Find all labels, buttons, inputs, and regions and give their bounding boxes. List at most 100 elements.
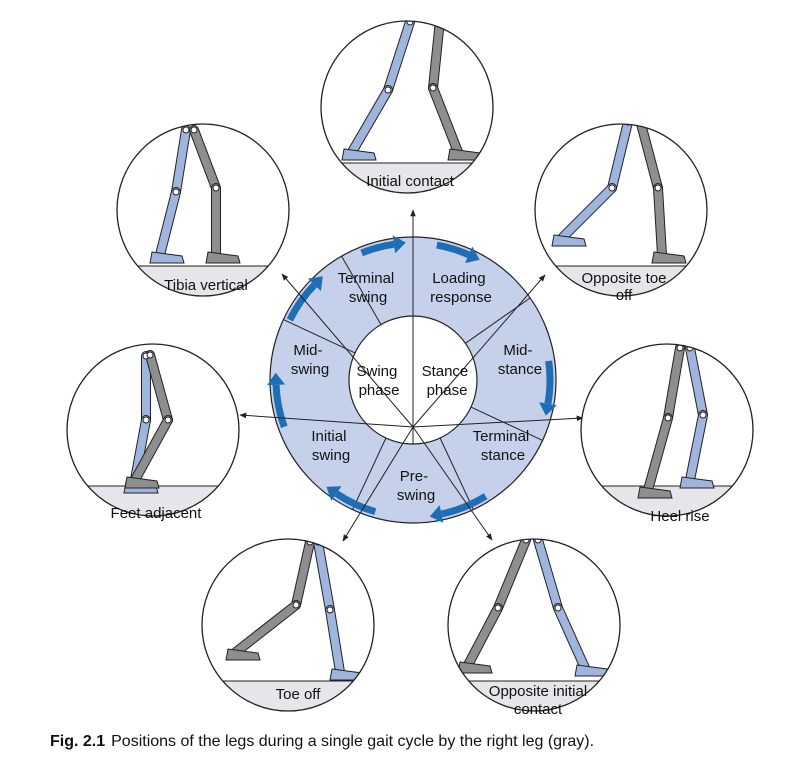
event-pointer-6 <box>281 273 414 428</box>
circle-ot-joint-2 <box>637 117 643 123</box>
cycle-arrow-4 <box>334 490 377 516</box>
circle-oic-blue-shank <box>554 604 589 672</box>
cycle-arrowhead-6 <box>307 276 323 292</box>
circle-fa-gray-thigh <box>146 351 172 424</box>
circle-hr-blue-foot <box>679 476 715 489</box>
sector-initial-swing-label: Initial swing <box>311 428 350 464</box>
circle-to-gray-thigh <box>292 539 314 609</box>
sector-divider <box>465 297 531 344</box>
circle-ot-gray-thigh <box>636 124 662 192</box>
circle-ot-gray-shank <box>654 184 666 259</box>
sector-divider <box>439 437 474 510</box>
circle-to-blue-thigh <box>314 539 334 614</box>
figure-caption: Fig. 2.1 Positions of the legs during a s… <box>50 733 790 751</box>
circle-ot-joint-3 <box>654 184 662 192</box>
circle-ic-joint-1 <box>384 86 392 94</box>
circle-ic-joint-2 <box>436 21 444 24</box>
circle-tv-gray-thigh <box>190 126 220 192</box>
circle-ic-blue-foot <box>341 148 377 161</box>
circle-hr-joint-1 <box>699 411 707 419</box>
circle-fa-border <box>66 343 240 517</box>
circle-oic-joint-3 <box>494 604 502 612</box>
circle-fa <box>66 343 240 517</box>
swing-phase-label: Swing phase <box>356 363 401 399</box>
circle-ot-blue-shank <box>558 184 616 242</box>
circle-to-blue-shank <box>326 606 344 676</box>
circle-ic-border <box>320 20 494 194</box>
sector-mid-swing-label: Mid- swing <box>291 342 329 378</box>
sector-divider <box>470 406 543 441</box>
stance-phase-label: Stance phase <box>422 363 473 399</box>
cycle-arrow-6 <box>286 282 318 322</box>
circle-tv-joint-0 <box>182 126 190 134</box>
circle-oic-joint-0 <box>534 539 542 544</box>
circle-ic-joint-0 <box>406 21 414 26</box>
circle-to-joint-1 <box>326 606 334 614</box>
circle-ot-gray-foot <box>651 251 687 264</box>
cycle-arrow-1 <box>436 241 471 259</box>
circle-tv-gray-foot <box>205 251 241 264</box>
sector-pre-swing-label: Pre- swing <box>397 468 435 504</box>
circle-tv-border <box>116 123 290 297</box>
event-tibia-vertical-label: Tibia vertical <box>164 277 248 294</box>
circle-ic-blue-thigh <box>384 21 414 94</box>
circle-oic-gray-thigh <box>494 539 530 612</box>
circle-fa-joint-1 <box>142 416 150 424</box>
cycle-arrow-5 <box>272 384 288 429</box>
circle-ic-joint-3 <box>429 84 437 92</box>
sector-loading-response-label: Loading response <box>430 270 492 306</box>
cycle-arrowhead-1 <box>465 246 480 264</box>
figure-number: Fig. 2.1 <box>50 733 106 750</box>
circle-oic-blue-thigh <box>534 539 562 612</box>
circle-ot-border <box>534 123 708 297</box>
circle-to-gray-foot <box>225 648 261 661</box>
circle-tv-blue-shank <box>156 188 180 259</box>
circle-fa-gray-shank <box>131 416 172 484</box>
sector-terminal-stance-label: Terminal stance <box>473 428 534 464</box>
circle-tv-blue-thigh <box>172 126 190 196</box>
figure-caption-text: Positions of the legs during a single ga… <box>111 733 595 750</box>
circle-hr-gray-thigh <box>664 344 684 422</box>
circle-hr-blue-thigh <box>686 344 707 419</box>
event-pointer-3 <box>412 426 493 541</box>
circle-to-bg <box>202 539 374 711</box>
event-pointer-5 <box>239 412 414 428</box>
circle-hr <box>580 343 754 517</box>
circle-ic-clip <box>321 21 493 193</box>
cycle-arrow-0 <box>360 240 395 257</box>
event-initial-contact-label: Initial contact <box>366 173 454 190</box>
sector-divider <box>283 319 356 354</box>
circle-fa-joint-3 <box>164 416 172 424</box>
circle-to <box>201 538 375 712</box>
circle-oic-border <box>447 538 621 712</box>
event-pointer-4 <box>342 426 414 542</box>
circle-ic-blue-shank <box>348 86 392 156</box>
circle-hr-clip <box>581 344 753 516</box>
sector-mid-stance-label: Mid- stance <box>498 342 542 378</box>
circle-fa-joint-2 <box>146 351 154 359</box>
circle-to-gray-shank <box>232 601 300 656</box>
circle-hr-blue-shank <box>686 411 707 484</box>
circle-tv-joint-3 <box>212 184 220 192</box>
cycle-arrow-3 <box>440 493 488 518</box>
circle-tv-blue-foot <box>149 251 185 264</box>
circle-ot-joint-1 <box>608 184 616 192</box>
cycle-arrowhead-4 <box>326 486 342 502</box>
circle-ic-gray-thigh <box>429 21 444 92</box>
event-feet-adjacent-label: Feet adjacent <box>111 505 203 522</box>
circle-hr-joint-3 <box>664 414 672 422</box>
sector-labels: Loading response Mid- stance Terminal st… <box>291 270 542 504</box>
circle-ic-gray-shank <box>429 84 462 156</box>
circle-ot-blue-thigh <box>608 124 632 192</box>
cycle-arrowhead-2 <box>539 402 557 416</box>
cycle-arrowhead-0 <box>392 235 406 254</box>
sector-terminal-swing-label: Terminal swing <box>338 270 399 306</box>
circle-fa-clip <box>67 344 239 516</box>
circle-to-joint-3 <box>292 601 300 609</box>
circle-ic <box>320 20 494 194</box>
circle-hr-gray-shank <box>644 414 672 494</box>
circle-oic-joint-1 <box>554 604 562 612</box>
